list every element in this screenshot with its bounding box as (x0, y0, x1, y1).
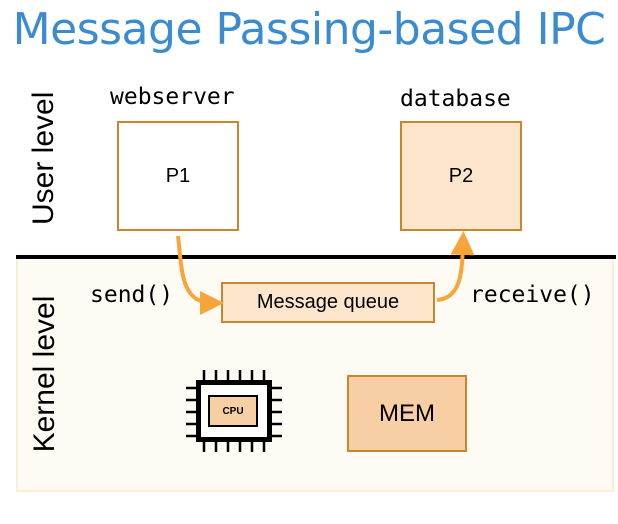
process-p1-box: P1 (117, 121, 239, 231)
mem-label: MEM (379, 399, 435, 427)
process-p2-label: P2 (448, 164, 474, 187)
mem-box: MEM (347, 375, 467, 452)
process-p1-label: P1 (165, 164, 191, 187)
receive-call-label: receive() (470, 282, 595, 308)
cpu-chip-icon (186, 370, 282, 452)
process-p2-box: P2 (400, 121, 522, 231)
cpu-label: CPU (222, 405, 244, 417)
message-queue-box: Message queue (221, 282, 435, 323)
p2-caption: database (400, 86, 511, 112)
user-kernel-divider (16, 255, 616, 259)
receive-arrow (436, 231, 475, 302)
p1-caption: webserver (110, 84, 235, 110)
page-title: Message Passing-based IPC (12, 4, 606, 55)
message-queue-label: Message queue (256, 291, 400, 313)
send-arrow (176, 235, 224, 315)
send-call-label: send() (90, 282, 174, 308)
